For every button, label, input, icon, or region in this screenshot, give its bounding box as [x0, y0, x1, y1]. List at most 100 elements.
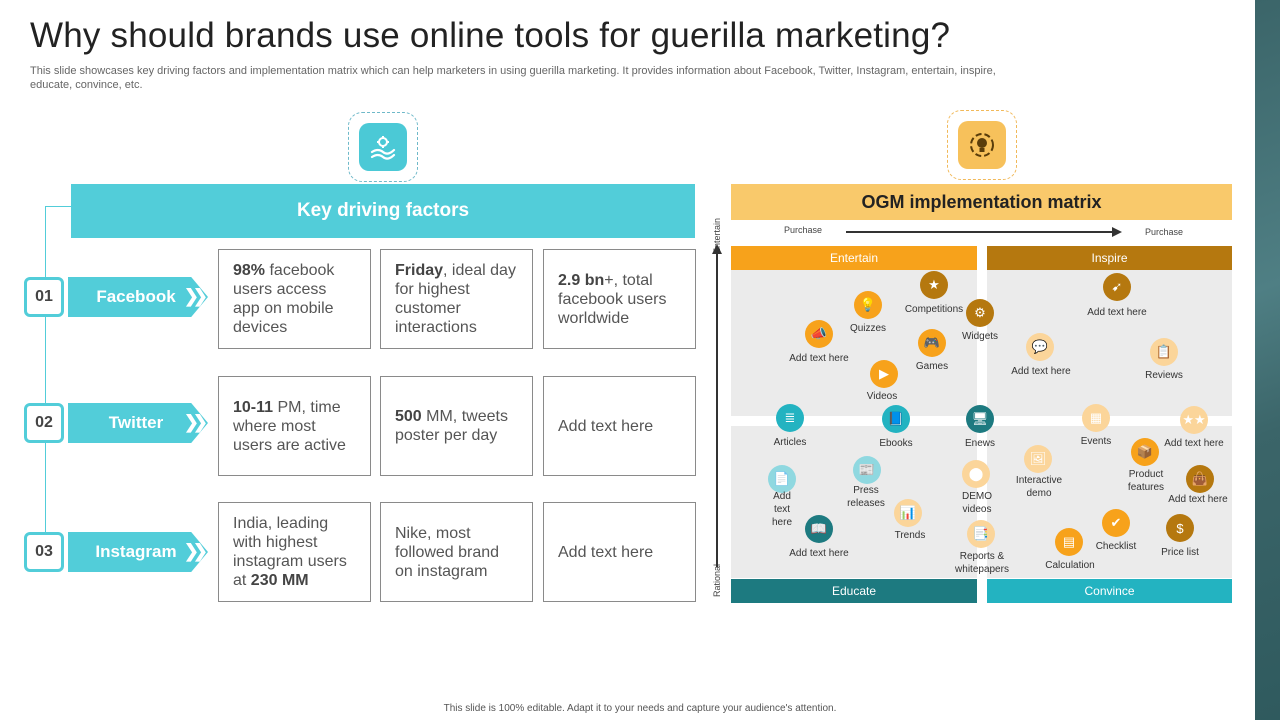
purchase-label-left: Purchase [784, 225, 823, 235]
add-text-4-text: Add text here [771, 491, 792, 528]
image-icon: 🖼 [1024, 445, 1052, 473]
node-label-press-releases: Press releases [838, 484, 894, 510]
press-releases-text: Press releases [847, 485, 885, 509]
quadrant-educate [731, 426, 977, 578]
lightbulb-gear-icon [958, 121, 1006, 169]
double-chevron-icon: ❯❯ [183, 412, 208, 432]
node-label-add-text-7: Add text here [1168, 494, 1228, 505]
row-label-text: Twitter [108, 413, 164, 432]
fact-highlight: 230 MM [250, 572, 309, 589]
book-icon: 📖 [805, 515, 833, 543]
fact-card: Nike, most followed brand on instagram [380, 502, 533, 602]
band-inspire: Inspire [987, 246, 1232, 270]
vertical-axis-arrow [712, 244, 722, 567]
key-driving-factors-header: Key driving factors [71, 184, 695, 238]
double-chevron-icon: ❯❯ [183, 541, 208, 561]
gamepad-icon: 🎮 [918, 329, 946, 357]
fact-text: , ideal day for highest customer interac… [395, 262, 516, 336]
node-label-add-text-1: Add text here [789, 353, 849, 364]
row-label-instagram: Instagram ❯❯ [68, 532, 208, 572]
fact-text: +, total facebook users worldwide [558, 271, 667, 327]
node-label-ebooks: Ebooks [879, 438, 913, 449]
row-number-instagram: 03 [24, 532, 64, 572]
report-icon: 📑 [967, 520, 995, 548]
fact-highlight: 98% [233, 262, 266, 279]
row-label-text: Facebook [96, 287, 176, 306]
monitor-icon: 🖥 [966, 405, 994, 433]
node-label-price-list: Price list [1161, 547, 1199, 558]
demo-icon: ⬤ [962, 460, 990, 488]
fact-card: Add text here [543, 502, 696, 602]
fact-text: PM, time where most users are active [233, 398, 346, 454]
key-factors-icon-frame [348, 112, 418, 182]
fact-highlight: 500 [395, 408, 422, 425]
purchase-label-right: Purchase [1145, 227, 1184, 237]
band-entertain: Entertain [731, 246, 977, 270]
video-icon: ▶ [870, 360, 898, 388]
node-label-calculation: Calculation [1045, 560, 1095, 571]
fact-text: Nike, most followed brand on instagram [395, 524, 500, 580]
node-label-add-text-5: Add text here [789, 548, 849, 559]
chat-bubble-icon: 💬 [1026, 333, 1054, 361]
node-label-reports: Reports & whitepapers [946, 550, 1018, 576]
node-label-add-text-6: Add text here [1164, 438, 1224, 449]
fact-highlight: Friday [395, 262, 444, 279]
calendar-icon: ▦ [1082, 404, 1110, 432]
decorative-side-band [1255, 0, 1280, 720]
stars-icon: ★★ [1180, 406, 1208, 434]
node-label-videos: Videos [866, 391, 898, 402]
row-label-twitter: Twitter ❯❯ [68, 403, 208, 443]
fact-text: India, leading with highest instagram us… [233, 515, 347, 589]
node-label-games: Games [915, 361, 949, 372]
row-number-facebook: 01 [24, 277, 64, 317]
fact-text: Add text here [558, 543, 654, 561]
ogm-matrix-header: OGM implementation matrix [731, 184, 1232, 220]
matrix-icon-frame [947, 110, 1017, 180]
product-features-text: Product features [1127, 469, 1165, 493]
fact-card: 2.9 bn+, total facebook users worldwide [543, 249, 696, 349]
fact-text: MM, tweets poster per day [395, 408, 508, 444]
hand-gear-icon [359, 123, 407, 171]
lightbulb-icon: 💡 [854, 291, 882, 319]
node-label-enews: Enews [964, 438, 995, 449]
fact-card: 10-11 PM, time where most users are acti… [218, 376, 371, 476]
calculator-icon: ▤ [1055, 528, 1083, 556]
page-subtitle: This slide showcases key driving factors… [30, 65, 996, 91]
node-label-articles: Articles [773, 437, 807, 448]
interactive-demo-text: Interactive demo [1015, 475, 1063, 499]
node-label-reviews: Reviews [1145, 370, 1183, 381]
band-educate: Educate [731, 579, 977, 603]
price-tag-icon: $ [1166, 514, 1194, 542]
fact-highlight: 10-11 [233, 398, 274, 416]
row-label-text: Instagram [95, 542, 177, 561]
fact-text: facebook users access app on mobile devi… [233, 262, 335, 336]
node-label-product-features: Product features [1116, 468, 1176, 494]
fact-card: Friday, ideal day for highest customer i… [380, 249, 533, 349]
demo-videos-text: DEMO videos [962, 491, 992, 515]
quadrant-inspire [987, 246, 1232, 416]
fact-card: India, leading with highest instagram us… [218, 502, 371, 602]
rocket-icon: ➹ [1103, 273, 1131, 301]
fact-text: Add text here [558, 417, 654, 435]
double-chevron-icon: ❯❯ [183, 286, 208, 306]
page-title: Why should brands use online tools for g… [30, 16, 951, 55]
document-icon: 📄 [768, 465, 796, 493]
newspaper-icon: 📰 [853, 456, 881, 484]
node-label-add-text-4: Add text here [760, 490, 804, 529]
node-label-trends: Trends [894, 530, 926, 541]
bag-icon: 👜 [1186, 465, 1214, 493]
article-icon: ≣ [776, 404, 804, 432]
band-convince: Convince [987, 579, 1232, 603]
checklist-icon: ✔ [1102, 509, 1130, 537]
node-label-events: Events [1080, 436, 1112, 447]
node-label-add-text-3: Add text here [1011, 366, 1071, 377]
fact-card: 500 MM, tweets poster per day [380, 376, 533, 476]
ebook-icon: 📘 [882, 405, 910, 433]
node-label-interactive-demo: Interactive demo [1008, 474, 1070, 500]
clipboard-icon: 📋 [1150, 338, 1178, 366]
reports-text: Reports & whitepapers [955, 551, 1009, 575]
fact-highlight: 2.9 bn [558, 271, 605, 289]
box-icon: 📦 [1131, 438, 1159, 466]
header-connector-line [45, 206, 71, 207]
fact-card: 98% facebook users access app on mobile … [218, 249, 371, 349]
